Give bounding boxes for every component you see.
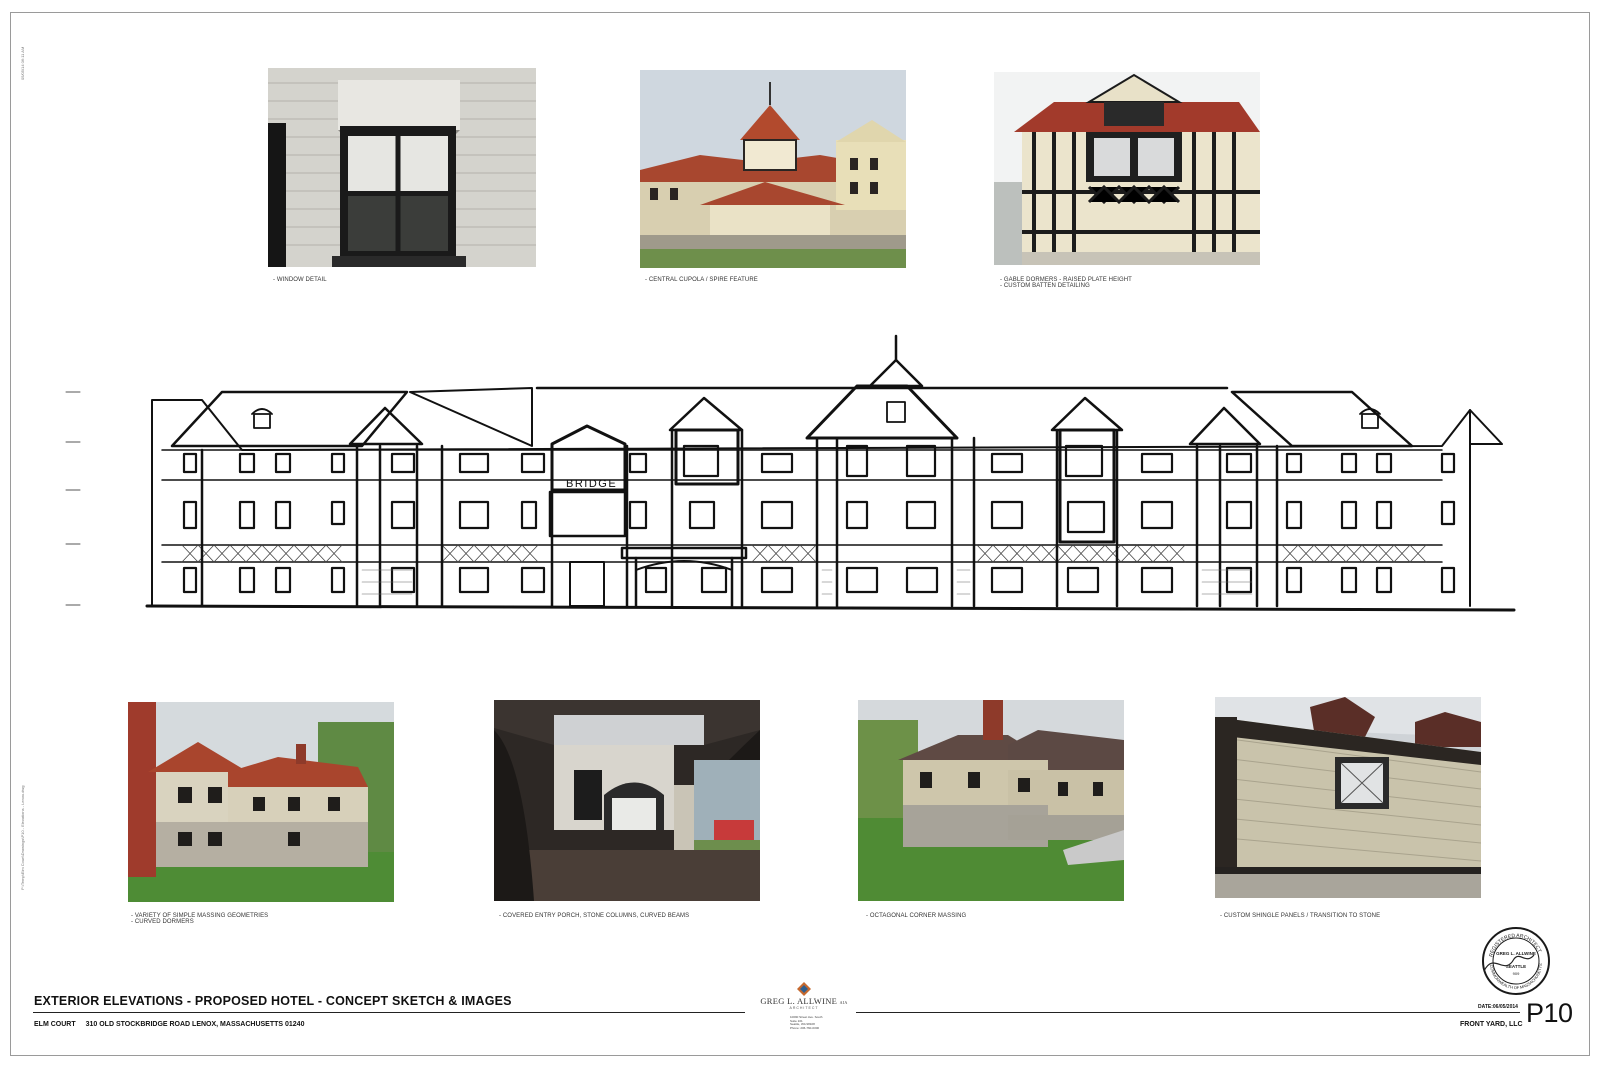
margin-note-top: 05/05/14 06:11 AM — [20, 46, 25, 80]
caption-massing-2: - CURVED DORMERS — [131, 919, 194, 925]
project-name: ELM COURT — [34, 1021, 76, 1028]
diamond-logo-icon — [797, 982, 811, 996]
svg-text:909: 909 — [1513, 971, 1520, 976]
sheet-date: DATE:06/05/2014 — [1478, 1004, 1518, 1010]
project-address: ELM COURT 310 OLD STOCKBRIDGE ROAD LENOX,… — [34, 1021, 314, 1028]
window-detail-photo — [268, 68, 536, 267]
central-cupola-photo — [640, 70, 906, 268]
title-rule-left — [33, 1012, 745, 1013]
architect-seal: REGISTERED ARCHITECT COMMONWEALTH OF MAS… — [1480, 925, 1552, 997]
architect-logo: GREG L. ALLWINE AIA ARCHITECT 10090 Stre… — [748, 979, 860, 1035]
sheet-number: P10 — [1526, 998, 1573, 1028]
firm-role: ARCHITECT — [789, 1006, 819, 1010]
caption-covered-entry-porch: - COVERED ENTRY PORCH, STONE COLUMNS, CU… — [499, 913, 690, 919]
title-rule-right — [856, 1012, 1520, 1013]
svg-text:SEATTLE: SEATTLE — [1506, 964, 1526, 969]
caption-central-cupola: - CENTRAL CUPOLA / SPIRE FEATURE — [645, 277, 758, 283]
gable-dormers-photo — [994, 72, 1260, 265]
caption-octagonal-corner: - OCTAGONAL CORNER MASSING — [866, 913, 967, 919]
sheet-border — [10, 12, 1590, 1056]
caption-gable-dormers-1: - GABLE DORMERS - RAISED PLATE HEIGHT — [1000, 277, 1132, 283]
caption-gable-dormers-2: - CUSTOM BATTEN DETAILING — [1000, 283, 1090, 289]
covered-entry-porch-photo — [494, 700, 760, 901]
bridge-sign: BRIDGE — [566, 478, 617, 490]
firm-address: 10090 Street Ave. South Suite 101 Seattl… — [790, 1015, 823, 1030]
caption-massing-1: - VARIETY OF SIMPLE MASSING GEOMETRIES — [131, 913, 269, 919]
caption-window-detail: - WINDOW DETAIL — [273, 277, 327, 283]
hotel-elevation-sketch: BRIDGE — [62, 330, 1552, 630]
caption-shingle-panels: - CUSTOM SHINGLE PANELS / TRANSITION TO … — [1220, 913, 1381, 919]
firm-name: GREG L. ALLWINE AIA — [760, 996, 848, 1006]
octagonal-corner-photo — [858, 700, 1124, 901]
margin-note-side: P:\Temp\Elm Court\Drawings\P10 - Elevati… — [20, 785, 25, 891]
svg-text:GREG L. ALLWINE: GREG L. ALLWINE — [1496, 951, 1536, 956]
sheet-title: EXTERIOR ELEVATIONS - PROPOSED HOTEL - C… — [34, 994, 512, 1008]
owner-name: FRONT YARD, LLC — [1460, 1021, 1523, 1028]
massing-geometries-photo — [128, 702, 394, 902]
project-street: 310 OLD STOCKBRIDGE ROAD LENOX, MASSACHU… — [85, 1021, 305, 1028]
shingle-panels-photo — [1215, 697, 1481, 898]
